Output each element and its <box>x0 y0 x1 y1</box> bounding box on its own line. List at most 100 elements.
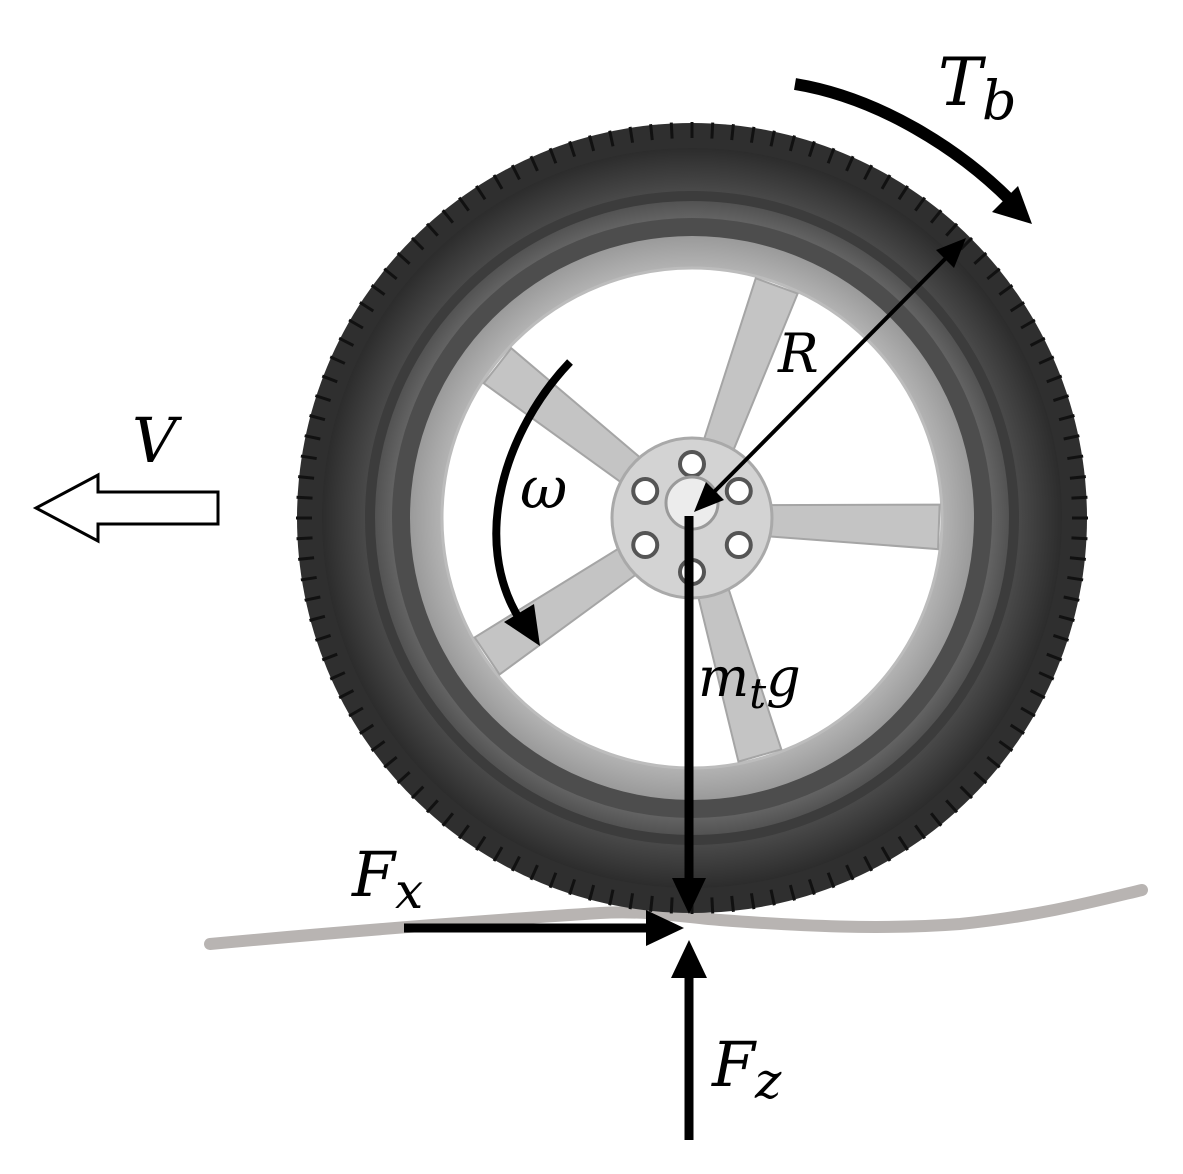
weight-subscript: t <box>749 669 766 718</box>
tread-tick <box>749 126 756 143</box>
brake-torque-symbol: T <box>938 44 987 121</box>
tread-tick <box>475 835 487 851</box>
tread-tick <box>769 889 776 906</box>
tread-tick <box>1071 536 1088 541</box>
tread-tick <box>959 236 974 251</box>
velocity-arrow <box>32 472 220 544</box>
tread-tick <box>396 251 411 265</box>
tread-tick <box>973 251 988 265</box>
tread-tick <box>348 706 364 718</box>
tread-tick <box>1038 355 1055 365</box>
tread-tick <box>959 785 974 800</box>
tread-tick <box>1067 575 1084 582</box>
tread-tick <box>1069 556 1086 561</box>
tread-tick <box>568 140 577 158</box>
weight-arrowhead <box>672 878 706 914</box>
tread-tick <box>1071 495 1088 500</box>
longitudinal-force-symbol: F <box>351 838 397 911</box>
tread-tick <box>1020 318 1036 330</box>
tread-tick <box>1046 374 1063 384</box>
normal-force-subscript: z <box>754 1052 782 1110</box>
brake-torque-label: Tb <box>938 44 1017 132</box>
tread-tick <box>788 135 796 152</box>
tread-tick <box>492 174 504 190</box>
tread-tick <box>945 799 959 814</box>
tread-tick <box>986 267 1001 281</box>
tread-tick <box>475 185 487 201</box>
tread-tick <box>1029 689 1046 700</box>
tread-tick <box>649 895 654 912</box>
tread-ticks <box>296 122 1088 914</box>
tread-tick <box>329 355 346 365</box>
tread-tick <box>845 155 855 172</box>
tread-tick <box>441 812 455 827</box>
longitudinal-force-subscript: x <box>395 862 423 920</box>
tread-tick <box>510 855 521 872</box>
tread-tick <box>1052 394 1070 403</box>
tread-tick <box>304 434 321 441</box>
radius-line <box>708 252 952 498</box>
tread-tick <box>338 336 355 347</box>
tread-tick <box>359 301 375 313</box>
tread-tick <box>1009 723 1025 735</box>
tread-tick <box>309 414 326 422</box>
tread-tick <box>314 394 332 403</box>
tread-tick <box>304 595 321 602</box>
radius-arrowhead-inner <box>694 482 724 512</box>
tread-tick <box>897 835 909 851</box>
longitudinal-force-label: Fx <box>351 838 423 920</box>
tread-tick <box>492 846 504 862</box>
tread-tick <box>669 897 674 914</box>
tread-tick <box>309 614 326 622</box>
tread-tick <box>383 755 398 769</box>
radius-arrowhead-outer <box>936 238 966 268</box>
tread-tick <box>929 209 943 224</box>
tread-tick <box>845 864 855 881</box>
tread-tick <box>880 846 892 862</box>
tread-tick <box>300 575 317 582</box>
tread-tick <box>608 889 615 906</box>
tread-tick <box>1029 336 1046 347</box>
tread-tick <box>338 689 355 700</box>
tread-tick <box>441 209 455 224</box>
lug-nut <box>631 477 660 505</box>
tread-tick <box>649 124 654 141</box>
normal-force-arrowhead <box>671 940 707 978</box>
tread-tick <box>458 196 470 212</box>
tread-tick <box>588 135 596 152</box>
tread-tick <box>628 893 635 910</box>
tread-tick <box>314 633 332 642</box>
tread-tick <box>1067 454 1084 461</box>
tread-tick <box>788 884 796 901</box>
tread-tick <box>425 799 439 814</box>
brake-torque-arrowhead <box>992 186 1032 224</box>
weight-label: mtg <box>698 646 801 718</box>
tread-tick <box>807 140 816 158</box>
tread-tick <box>370 740 386 752</box>
angular-velocity-arrowhead <box>504 604 540 646</box>
brake-torque-subscript: b <box>982 69 1017 132</box>
tread-tick <box>1052 633 1070 642</box>
tread-tick <box>1046 652 1063 662</box>
tread-tick <box>529 864 539 881</box>
tread-tick <box>1038 671 1055 681</box>
tread-tick <box>329 671 346 681</box>
tread-tick <box>826 872 836 889</box>
tread-tick <box>730 124 735 141</box>
tread-tick <box>998 740 1014 752</box>
tread-tick <box>396 771 411 785</box>
tread-tick <box>296 536 313 541</box>
tread-tick <box>1063 595 1080 602</box>
tread-tick <box>826 147 836 164</box>
tread-tick <box>807 878 816 896</box>
tread-tick <box>880 174 892 190</box>
tread-tick <box>296 495 313 500</box>
tread-tick <box>769 130 776 147</box>
weight-mass: m <box>698 646 749 709</box>
tread-tick <box>510 164 521 181</box>
tread-tick <box>628 126 635 143</box>
tread-tick <box>321 652 338 662</box>
tread-tick <box>1009 301 1025 313</box>
tread-tick <box>1058 614 1075 622</box>
tread-tick <box>1069 475 1086 480</box>
